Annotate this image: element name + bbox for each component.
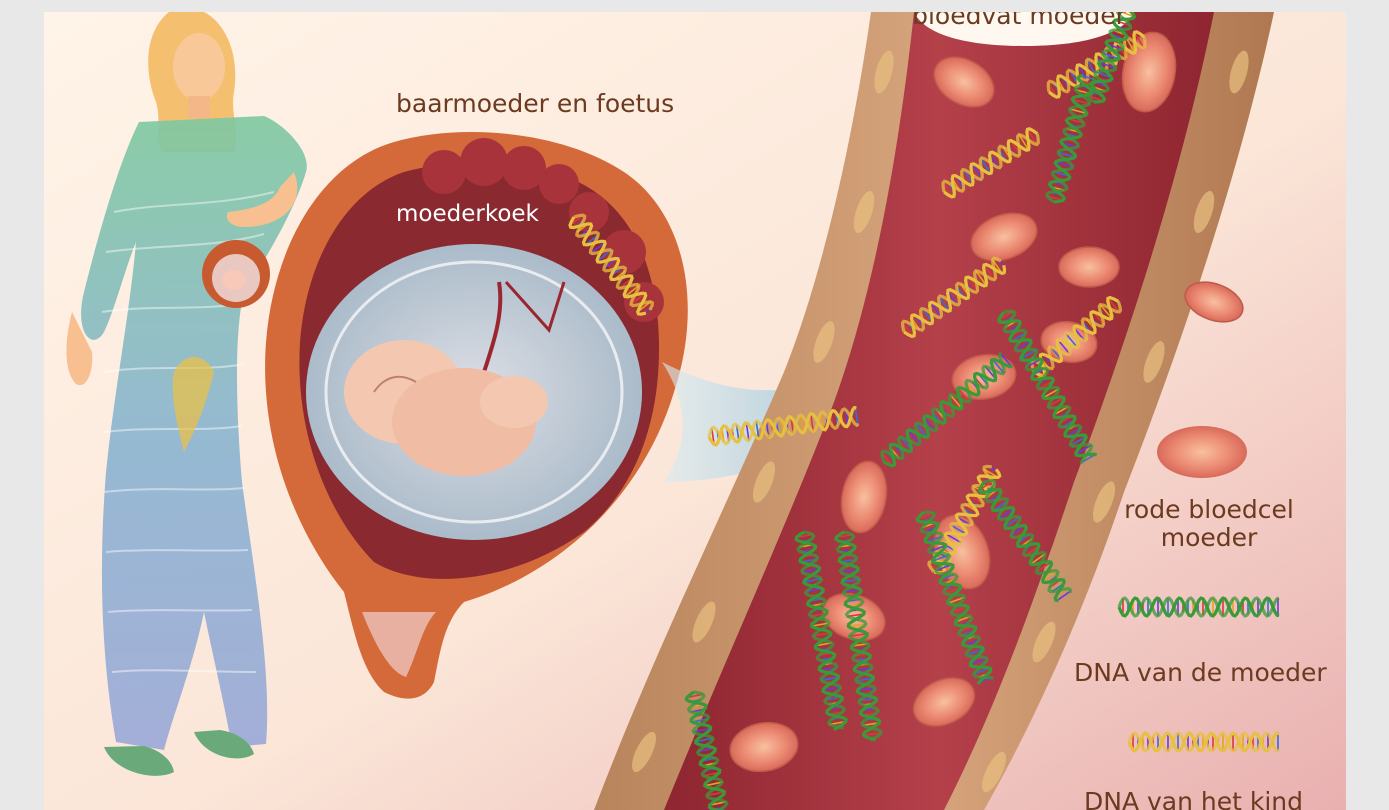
legend-red-cell-line2: moeder: [1161, 523, 1258, 552]
legend-red-cell-line1: rode bloedcel: [1124, 495, 1294, 524]
label-uterus: baarmoeder en foetus: [396, 90, 674, 118]
red-blood-cell: [1059, 247, 1119, 287]
legend-red-cell-label: rode bloedcel moeder: [1119, 496, 1299, 551]
legend-red-cell-icon: [1157, 426, 1247, 478]
diagram-canvas: [44, 12, 1346, 810]
legend-dna-mother-label: DNA van de moeder: [1074, 659, 1327, 687]
label-placenta: moederkoek: [396, 202, 539, 227]
legend-dna-child-label: DNA van het kind: [1084, 788, 1303, 810]
illustration-frame: bloedvat moeder baarmoeder en foetus moe…: [44, 12, 1346, 810]
label-vessel: bloedvat moeder: [909, 12, 1129, 30]
